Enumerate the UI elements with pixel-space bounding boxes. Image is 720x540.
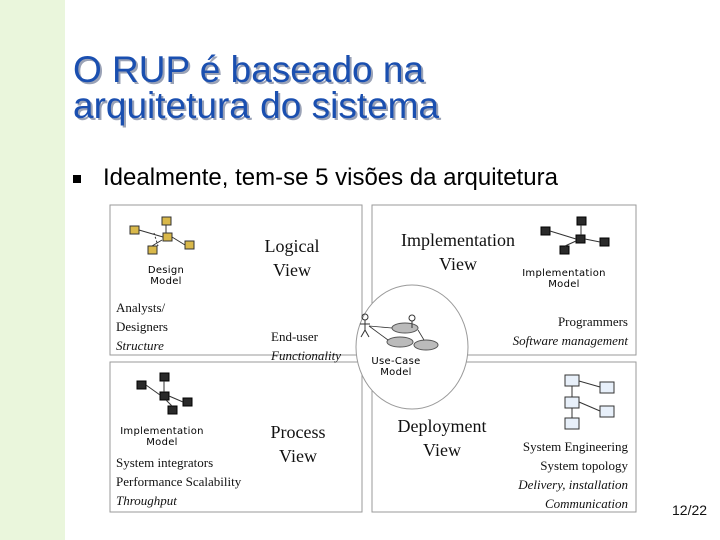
implementation-model-label-process-line2: Model — [146, 437, 178, 448]
deployment-actors: System Engineering — [522, 439, 628, 454]
design-model-icon — [129, 216, 195, 255]
use-case-view-text: End-user Functionality — [271, 327, 363, 365]
deployment-concern-3: Communication — [544, 496, 628, 511]
deployment-view-box — [371, 361, 637, 513]
logical-view-title: Logical View — [252, 234, 332, 282]
design-model-label-line2: Model — [150, 276, 182, 287]
implementation-view-title-line2: View — [439, 254, 477, 274]
page-number: 12/22 — [672, 502, 708, 518]
use-case-model-label: Use-Case Model — [366, 356, 426, 378]
logical-actor-line1: Analysts/ — [116, 300, 166, 315]
logical-view-box — [109, 204, 363, 356]
deployment-concern-2: Delivery, installation — [518, 477, 628, 492]
implementation-view-box — [371, 204, 637, 356]
deployment-view-title-line2: View — [423, 440, 461, 460]
implementation-actors: Programmers — [557, 314, 628, 329]
process-concern-1: Performance Scalability — [116, 474, 242, 489]
implementation-model-icon-process — [136, 372, 193, 415]
title-line-2: arquitetura do sistema — [73, 85, 440, 126]
deployment-view-title-line1: Deployment — [397, 416, 487, 436]
deployment-view-actors: System Engineering System topology Deliv… — [470, 437, 628, 513]
use-case-model-label-line2: Model — [380, 367, 412, 378]
process-view-box — [109, 361, 363, 513]
title-line-1: O RUP é baseado na — [73, 49, 425, 90]
process-view-title-line2: View — [279, 446, 317, 466]
process-concern-2: Throughput — [116, 493, 177, 508]
implementation-concern: Software management — [512, 333, 628, 348]
deployment-nodes-icon — [564, 374, 615, 430]
bullet-square-icon — [73, 175, 81, 183]
implementation-model-label-process-line1: Implementation — [120, 426, 204, 437]
use-case-view-ellipse — [355, 284, 469, 410]
slide-title: O RUP é baseado na arquitetura do sistem… — [73, 49, 673, 126]
implementation-view-title-line1: Implementation — [401, 230, 515, 250]
logical-view-actors: Analysts/ Designers Structure — [116, 298, 216, 355]
implementation-model-label-process: Implementation Model — [114, 426, 210, 448]
use-case-concern: Functionality — [271, 348, 342, 363]
logical-view-title-line2: View — [273, 260, 311, 280]
implementation-model-label-top: Implementation Model — [516, 268, 612, 290]
implementation-view-actors: Programmers Software management — [470, 312, 628, 350]
implementation-model-icon-top — [540, 216, 610, 255]
use-case-model-icon — [360, 313, 439, 351]
use-case-actors: End-user — [271, 329, 318, 344]
use-case-model-label-line1: Use-Case — [371, 356, 421, 367]
process-actors: System integrators — [116, 455, 214, 470]
process-view-title-line1: Process — [270, 422, 326, 442]
deployment-view-title: Deployment View — [388, 414, 496, 462]
design-model-label-line1: Design — [147, 265, 185, 276]
deployment-concern-1: System topology — [540, 458, 628, 473]
bullet-text: Idealmente, tem-se 5 visões da arquitetu… — [103, 164, 558, 191]
logical-concern: Structure — [116, 338, 164, 353]
logical-view-title-line1: Logical — [264, 236, 320, 256]
process-view-title: Process View — [258, 420, 338, 468]
process-view-actors: System integrators Performance Scalabili… — [116, 453, 316, 510]
implementation-model-label-top-line1: Implementation — [522, 268, 606, 279]
implementation-view-title: Implementation View — [388, 228, 528, 276]
implementation-model-label-top-line2: Model — [548, 279, 580, 290]
design-model-label: Design Model — [140, 265, 192, 287]
logical-actor-line2: Designers — [116, 319, 168, 334]
left-accent-band — [0, 0, 65, 540]
